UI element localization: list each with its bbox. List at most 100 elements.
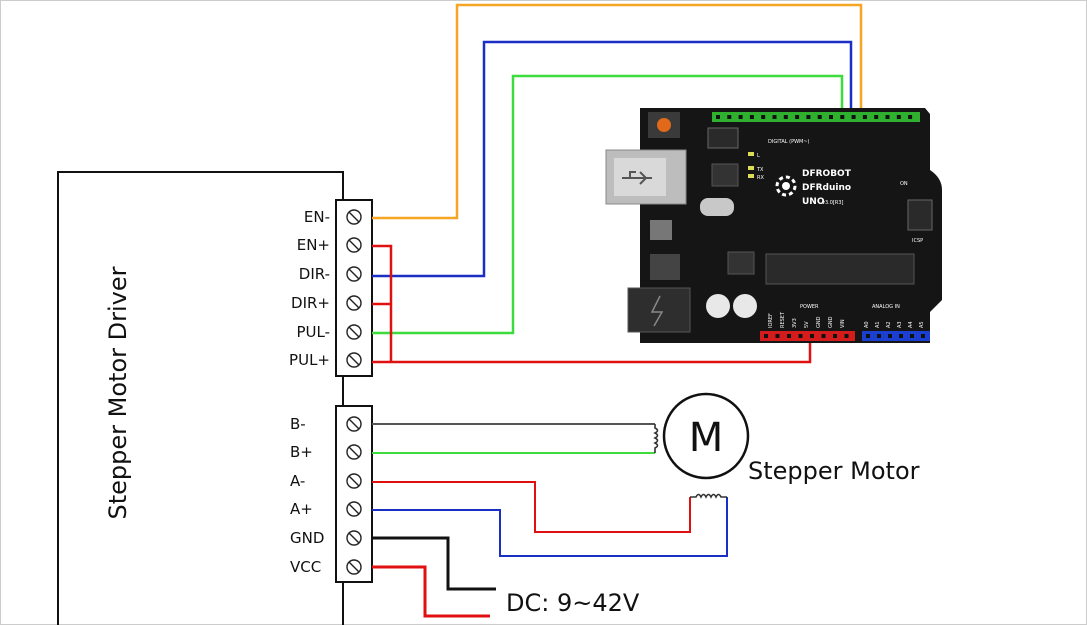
header-pin	[761, 115, 766, 119]
driver-title: Stepper Motor Driver	[104, 266, 132, 519]
header-pin	[716, 115, 720, 119]
usb-icon	[622, 171, 652, 185]
power-jack-bolt-icon	[650, 295, 664, 327]
terminal-b-plus: B+	[290, 443, 362, 461]
screw-slot	[348, 326, 360, 338]
terminal-a-plus: A+	[290, 500, 362, 518]
power-jack	[627, 287, 691, 333]
power-pin-label: GND	[828, 316, 834, 328]
screw-slot	[348, 211, 360, 223]
wire-vcc	[372, 565, 490, 618]
power-pin-header	[760, 331, 855, 341]
terminal-vcc: VCC	[290, 558, 362, 576]
analog-pin-label: A4	[908, 321, 914, 328]
header-pin	[783, 115, 788, 119]
header-pin	[829, 115, 833, 119]
icsp-label: ICSP	[912, 238, 923, 244]
terminal-gnd: GND	[290, 529, 362, 547]
terminal-label: EN-	[304, 208, 330, 226]
header-pin	[844, 334, 849, 338]
power-wires	[372, 536, 496, 618]
header-pin	[921, 334, 925, 338]
led-rx-icon	[748, 174, 754, 178]
header-pin	[764, 334, 768, 338]
icsp-header-usb	[707, 127, 739, 149]
arduino-board: ICSP ON L TX RX DFROBOT DFRduino UNO v3.…	[605, 108, 942, 343]
coil-a-icon	[690, 493, 727, 499]
driver-outline	[57, 171, 344, 625]
header-pin	[821, 334, 826, 338]
wire-en-minus	[372, 3, 863, 220]
power-pin-label: 5V	[804, 321, 810, 328]
header-pin	[874, 115, 879, 119]
screw-slot	[348, 239, 360, 251]
usb-chip	[711, 163, 739, 187]
header-pin	[866, 334, 870, 338]
terminal-en-minus: EN-	[304, 208, 362, 226]
icsp-header	[907, 199, 933, 231]
screw-slot	[348, 561, 360, 573]
crystal-oscillator	[700, 198, 734, 216]
wire-gnd	[372, 536, 496, 591]
terminal-a-minus: A-	[290, 472, 362, 490]
terminal-dir-plus: DIR+	[291, 294, 362, 312]
control-wires	[372, 3, 863, 364]
analog-pin-label: A5	[919, 321, 925, 328]
header-pin	[787, 334, 791, 338]
terminal-label: DIR+	[291, 294, 330, 312]
terminal-label: EN+	[297, 236, 330, 254]
terminal-pul-plus: PUL+	[289, 351, 362, 369]
screw-slot	[348, 475, 360, 487]
header-pin	[795, 115, 800, 119]
header-pin	[806, 115, 811, 119]
screw-slot	[348, 446, 360, 458]
power-pin-label: GND	[816, 316, 822, 328]
header-pin	[749, 115, 754, 119]
capacitor-icon	[733, 294, 757, 318]
terminal-pul-minus: PUL-	[296, 323, 362, 341]
screw-slot	[348, 532, 360, 544]
header-pin	[888, 334, 892, 338]
led-l-icon	[748, 152, 754, 156]
reset-button-icon	[657, 118, 671, 132]
analog-pin-header	[862, 331, 930, 341]
header-pin	[810, 334, 814, 338]
analog-pin-labels: A0 A1 A2 A3 A4 A5	[864, 321, 925, 328]
header-pin	[840, 115, 845, 119]
power-header-label: POWER	[800, 304, 819, 310]
header-pin	[910, 334, 914, 338]
power-pin-labels: IOREF RESET 3V3 5V GND GND VIN	[768, 311, 846, 328]
wire-pul-minus	[372, 74, 844, 335]
terminal-label: A+	[290, 500, 313, 518]
terminal-dir-minus: DIR-	[299, 265, 362, 283]
screw-slot	[348, 503, 360, 515]
power-pin-label: VIN	[840, 319, 846, 328]
terminal-b-minus: B-	[290, 415, 362, 433]
wire-dir-minus	[372, 40, 853, 278]
motor-symbol-circle	[662, 392, 750, 480]
microcontroller-chip	[765, 253, 915, 285]
control-terminal-block	[335, 199, 373, 377]
header-pin	[775, 334, 780, 338]
motor-wires	[372, 423, 728, 557]
digital-header	[712, 112, 920, 122]
led-label-l: L	[757, 153, 760, 159]
header-pin	[738, 115, 743, 119]
header-pin	[727, 115, 732, 119]
coil-b-icon	[653, 424, 659, 453]
header-pin	[798, 334, 803, 338]
digital-header-label: DIGITAL (PWM~)	[768, 139, 810, 145]
wire-common-plus	[372, 244, 812, 364]
terminal-label: PUL-	[296, 323, 330, 341]
header-pin	[862, 115, 867, 119]
header-pin	[851, 115, 856, 119]
power-pin-label: IOREF	[768, 313, 774, 328]
header-pin	[908, 115, 913, 119]
analog-pin-label: A1	[875, 321, 881, 328]
analog-header-label: ANALOG IN	[872, 304, 900, 310]
wire-a-minus	[372, 481, 691, 533]
led-tx-icon	[748, 166, 754, 170]
board-variant: UNO	[802, 197, 825, 207]
stepper-motor-driver: Stepper Motor Driver EN- EN+ DIR- DIR+ P…	[57, 171, 373, 625]
motor-symbol: M	[689, 415, 724, 461]
